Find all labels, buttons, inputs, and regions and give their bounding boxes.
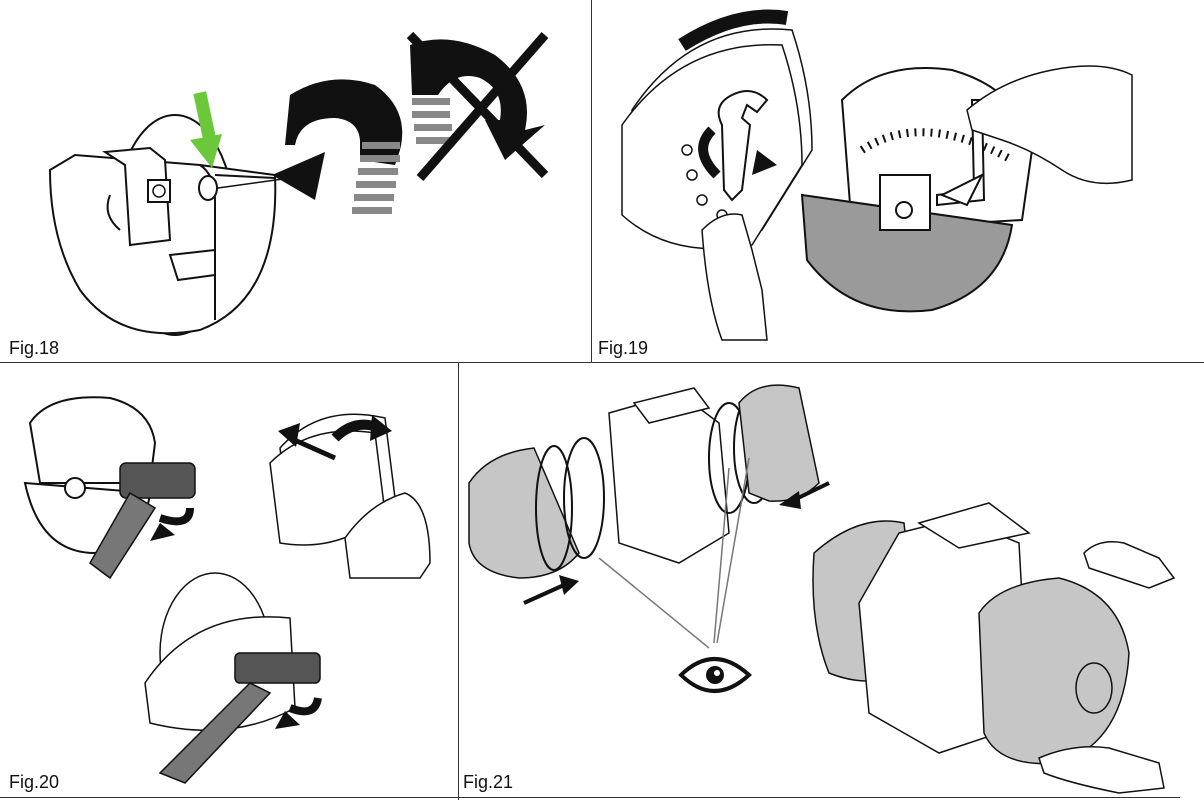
hand-icon — [701, 213, 768, 341]
eccentric-mass — [48, 153, 277, 335]
figure-caption: Fig.19 — [598, 338, 649, 358]
motor-cover-right-assembled — [978, 577, 1130, 765]
divider-vertical-bottom — [458, 362, 459, 800]
bolt — [198, 175, 218, 201]
figure-20-panel: Fig.20 — [0, 363, 458, 797]
divider-vertical-top — [591, 0, 592, 362]
figure-19-panel: Fig.19 — [592, 0, 1204, 362]
motor-cover-left — [468, 447, 580, 579]
rotate-wrong-crossed-icon — [406, 31, 549, 181]
figure-21-panel: Fig.21 — [459, 363, 1204, 797]
figure-caption: Fig.21 — [463, 772, 514, 792]
motor-cover-right — [738, 384, 820, 502]
rotate-arrow-icon — [158, 507, 194, 526]
torque-wrench-icon — [89, 462, 196, 580]
rotate-correct-icon — [272, 79, 403, 214]
figure-18-panel: Fig.18 — [0, 0, 591, 362]
fig18-illustration — [48, 31, 549, 336]
fig19-illustration — [621, 9, 1133, 341]
stacked-weights — [621, 9, 813, 250]
pull-arrow-icon — [288, 435, 337, 461]
figure-caption: Fig.20 — [9, 772, 60, 792]
fig20-illustration — [23, 396, 431, 784]
hand-icon — [1083, 541, 1176, 589]
black-arrow-icon — [523, 575, 579, 605]
wrench-icon — [717, 90, 769, 202]
figure-caption: Fig.18 — [9, 338, 60, 358]
hand-icon — [1038, 746, 1165, 794]
green-arrow-icon — [190, 91, 222, 168]
divider-horizontal — [0, 362, 1204, 363]
black-arrow-icon — [779, 481, 830, 509]
eye-icon — [678, 657, 752, 693]
rotate-arrow-icon — [698, 126, 721, 179]
divider-bottom — [0, 797, 1180, 798]
fig21-illustration — [468, 384, 1176, 794]
